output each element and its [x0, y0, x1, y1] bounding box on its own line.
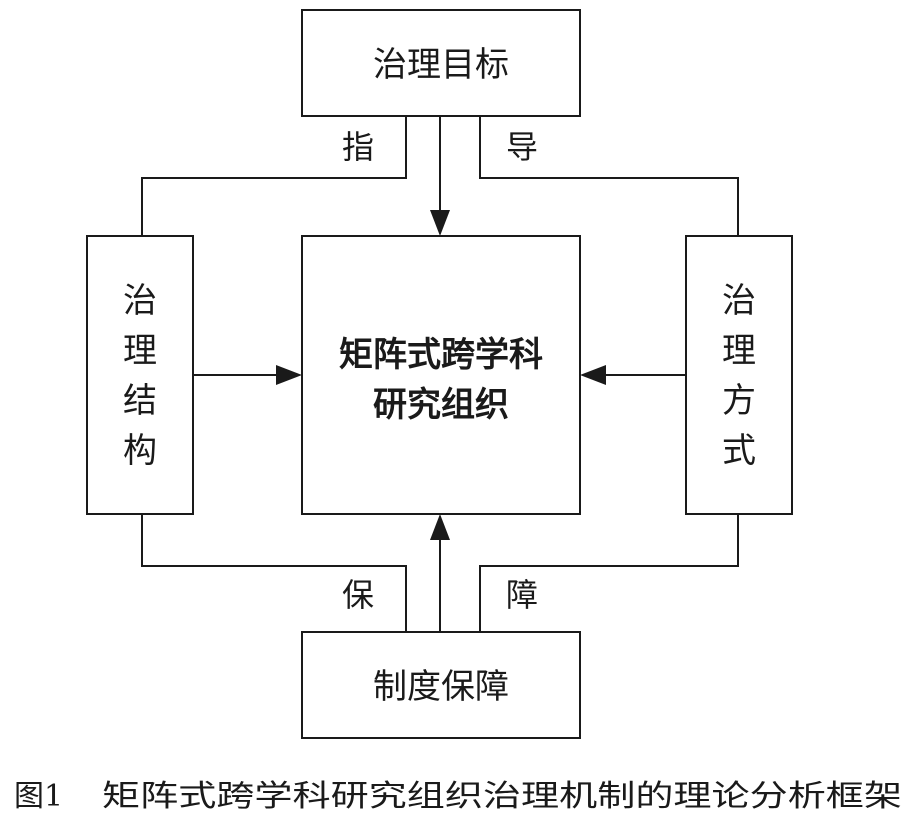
center-box [301, 235, 581, 515]
guarantee-right-label: 障 [506, 576, 538, 614]
structure-label: 治理结构 [123, 281, 157, 471]
structure-box [86, 235, 194, 515]
guarantee-left-connector [141, 514, 407, 632]
institution-to-center-arrowhead [430, 514, 450, 540]
goal-label: 治理目标 [373, 45, 509, 85]
institution-label: 制度保障 [373, 667, 509, 707]
figure-caption: 矩阵式跨学科研究组织治理机制的理论分析框架 [102, 779, 902, 814]
guarantee-left-label: 保 [342, 576, 374, 614]
institution-box [301, 631, 581, 739]
center-label-line2: 研究组织 [373, 385, 509, 425]
structure-to-center-arrowhead [276, 365, 302, 385]
figure-number: 图1 [14, 779, 63, 814]
guarantee-right-connector [479, 514, 739, 632]
center-label-line1: 矩阵式跨学科 [339, 335, 543, 375]
method-box [685, 235, 793, 515]
method-label: 治理方式 [722, 281, 756, 471]
guide-left-connector [141, 116, 407, 236]
guide-right-label: 导 [506, 128, 538, 166]
goal-box [301, 9, 581, 117]
guide-right-connector [479, 116, 739, 236]
goal-to-center-arrowhead [430, 210, 450, 236]
guide-left-label: 指 [342, 128, 374, 166]
method-to-center-arrowhead [580, 365, 606, 385]
